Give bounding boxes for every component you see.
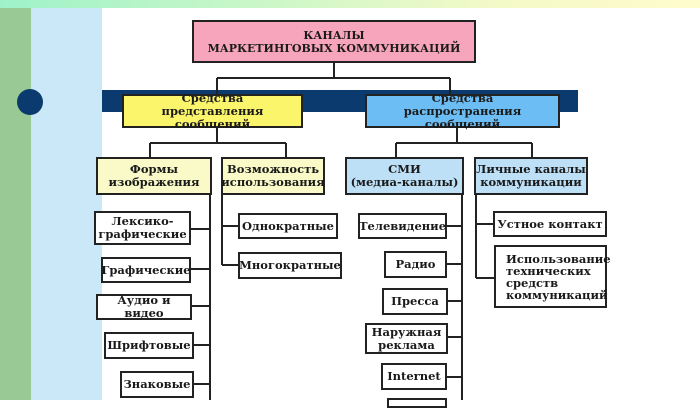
media-item: Телевидение xyxy=(358,213,447,239)
media-item: Internet xyxy=(381,363,447,390)
forms-item: Знаковые xyxy=(120,371,194,398)
distribution-means-node: Средства распространения сообщений xyxy=(365,91,560,130)
left-green-stripe xyxy=(0,8,31,400)
personal-item: Использование технических средств коммун… xyxy=(494,245,611,308)
forms-item: Шрифтовые xyxy=(104,332,194,359)
personal-channels-node: Личные каналы коммуникации xyxy=(474,157,588,195)
presentation-means-node: Средства представления сообщений xyxy=(122,91,303,130)
root-node: КАНАЛЫ МАРКЕТИНГОВЫХ КОММУНИКАЦИЙ xyxy=(192,20,476,63)
media-item: Наружная реклама xyxy=(365,323,448,354)
usage-item: Многократные xyxy=(238,252,342,279)
forms-item: Аудио и видео xyxy=(96,294,192,320)
forms-item: Лексико- графические xyxy=(94,211,191,245)
media-item: Пресса xyxy=(382,288,448,315)
left-blue-stripe xyxy=(31,8,102,400)
personal-item: Устное контакт xyxy=(493,211,607,237)
navy-circle-decoration xyxy=(17,89,43,115)
forms-of-image-node: Формы изображения xyxy=(96,157,212,195)
top-gradient-band xyxy=(0,0,700,8)
usage-item: Однократные xyxy=(238,213,338,239)
forms-item: Графические xyxy=(101,257,191,283)
media-item: Радио xyxy=(384,251,447,278)
usage-possibility-node: Возможность использования xyxy=(221,157,325,195)
media-channels-node: СМИ (медиа-каналы) xyxy=(345,157,464,195)
